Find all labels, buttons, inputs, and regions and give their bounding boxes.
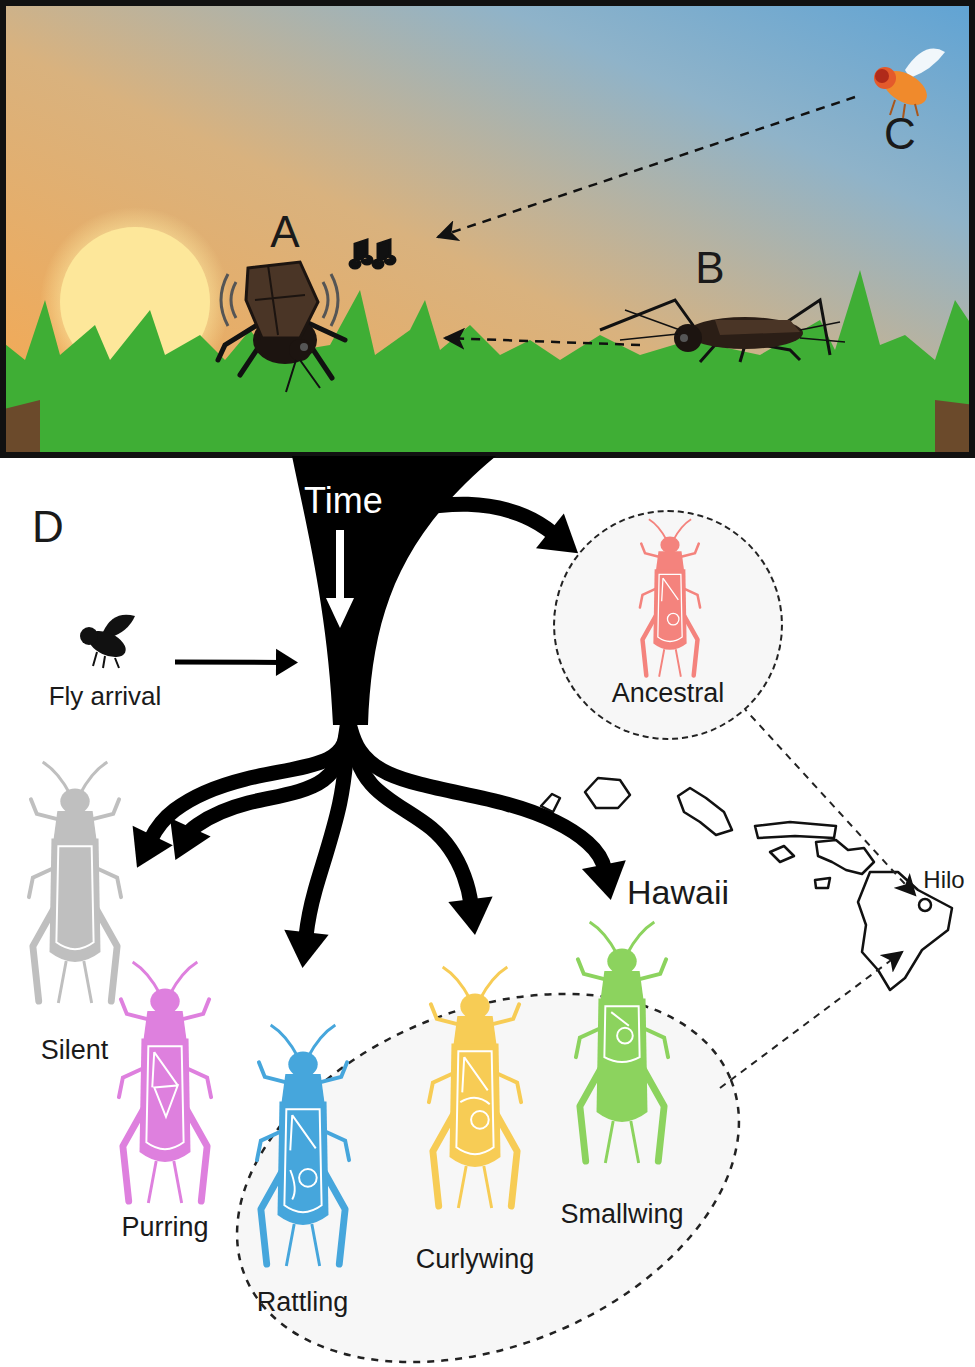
map-label: Hilo xyxy=(923,867,964,893)
dispersal-arrow xyxy=(720,952,902,1088)
cricket-icon xyxy=(20,760,130,1005)
grass xyxy=(0,270,975,455)
cricket-icon xyxy=(110,960,220,1205)
lineage-arrow xyxy=(348,720,626,900)
time-trunk-node: Time xyxy=(298,462,398,720)
lineage-arrow xyxy=(133,720,348,868)
map-label: Hawaii xyxy=(627,874,729,911)
cricket-morph: Silent xyxy=(12,760,137,1068)
cricket-figure xyxy=(429,967,521,1208)
cricket-icon xyxy=(567,920,677,1165)
cricket-morph: Curlywing xyxy=(410,935,540,1277)
dispersal-arrow xyxy=(742,706,915,895)
cricket-figure xyxy=(576,922,668,1163)
morph-label: Purring xyxy=(100,1212,230,1243)
sunset-panel xyxy=(0,0,975,455)
singing-cricket xyxy=(218,240,395,392)
time-trunk xyxy=(292,456,496,725)
panel-letter: A xyxy=(270,208,299,256)
time-direction-arrow xyxy=(326,598,354,628)
panel-letter: B xyxy=(695,244,724,292)
morph-label: Curlywing xyxy=(410,1244,540,1275)
time-label: Time xyxy=(298,480,398,521)
lineage-arrow xyxy=(170,720,348,860)
female-cricket xyxy=(600,300,845,362)
morph-label: Fly arrival xyxy=(35,682,175,712)
morph-label: Smallwing xyxy=(552,1199,692,1230)
attraction-arrow xyxy=(438,97,855,237)
cricket-morph: Rattling xyxy=(240,968,365,1320)
arrival-arrow xyxy=(175,649,298,676)
attraction-arrow xyxy=(445,338,640,345)
cricket-icon xyxy=(420,965,530,1210)
cricket-figure xyxy=(257,1025,349,1266)
cricket-morph: Purring xyxy=(100,860,230,1245)
cricket-icon xyxy=(605,518,735,678)
panel-letter: D xyxy=(32,503,64,551)
morph-label: Rattling xyxy=(240,1287,365,1318)
hawaii-map xyxy=(541,778,952,990)
ancestral-region: Ancestral xyxy=(553,510,783,740)
cricket-morph: Smallwing xyxy=(552,900,692,1232)
cricket-figure xyxy=(29,762,121,1003)
cricket-figure xyxy=(119,962,211,1203)
cricket-figure xyxy=(640,519,700,676)
panel-letter: C xyxy=(884,110,916,158)
fly-icon xyxy=(73,610,143,670)
lineage-arrow xyxy=(284,720,348,968)
hawaii-group-region xyxy=(182,924,794,1367)
time-direction-arrow xyxy=(336,530,344,600)
fly-arrival-node: Fly arrival xyxy=(35,608,175,716)
cricket-icon xyxy=(248,1023,358,1268)
morph-label: Ancestral xyxy=(555,678,781,709)
morph-label: Silent xyxy=(12,1035,137,1066)
lineage-arrow xyxy=(398,504,578,553)
parasitoid-fly xyxy=(874,49,945,118)
